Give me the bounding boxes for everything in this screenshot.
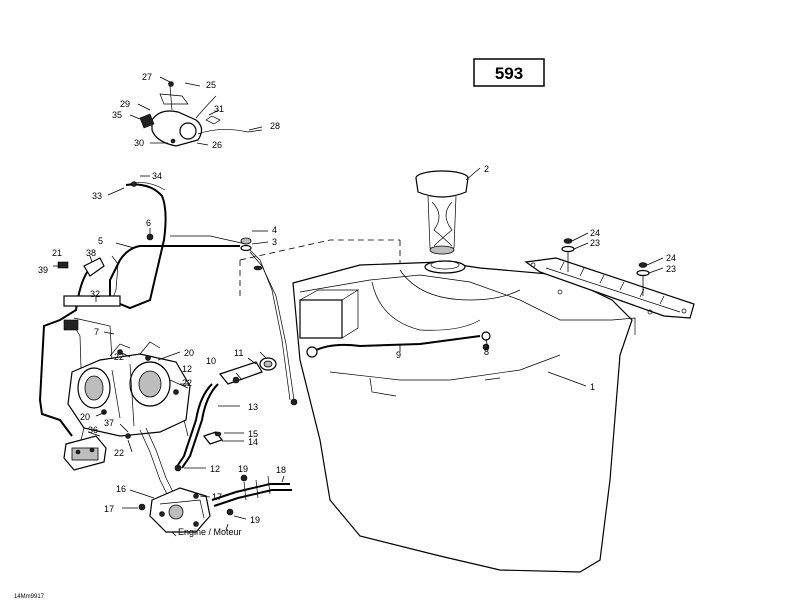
callout-22b: 22 (182, 378, 192, 388)
callout-34: 34 (152, 171, 162, 181)
engine-caption: Engine / Moteur (178, 527, 242, 537)
page-number-box: 593 (473, 58, 545, 87)
callout-4: 4 (272, 225, 277, 235)
callout-labels: 1 2 3 4 5 6 7 8 9 10 11 12 12 13 14 15 1… (38, 72, 676, 525)
callout-1: 1 (590, 382, 595, 392)
callout-20a: 20 (184, 348, 194, 358)
engine-hose (211, 474, 292, 531)
callout-24b: 24 (666, 253, 676, 263)
callout-38: 38 (86, 248, 96, 258)
callout-5: 5 (98, 236, 103, 246)
callout-30: 30 (134, 138, 144, 148)
callout-31: 31 (214, 104, 224, 114)
callout-9: 9 (396, 350, 401, 360)
callout-23b: 23 (666, 264, 676, 274)
callout-23a: 23 (590, 238, 600, 248)
callout-25: 25 (206, 80, 216, 90)
callout-2: 2 (484, 164, 489, 174)
callout-17b: 17 (104, 504, 114, 514)
callout-22a: 22 (114, 352, 124, 362)
callout-8: 8 (484, 347, 489, 357)
callout-19b: 19 (250, 515, 260, 525)
callout-13: 13 (248, 402, 258, 412)
callout-26: 26 (212, 140, 222, 150)
wiring-harness (38, 255, 121, 437)
callout-24a: 24 (590, 228, 600, 238)
callout-17a: 17 (212, 492, 222, 502)
callout-10: 10 (206, 356, 216, 366)
fuel-tank (239, 239, 636, 573)
callout-14: 14 (248, 437, 258, 447)
callout-6: 6 (146, 218, 151, 228)
footer-code: 14Mm9917 (14, 594, 45, 600)
fuel-hoses (174, 351, 277, 472)
callout-15: 15 (248, 429, 258, 439)
callout-16: 16 (116, 484, 126, 494)
callout-19a: 19 (238, 464, 248, 474)
cable-routing (107, 175, 298, 406)
callout-28: 28 (270, 121, 280, 131)
primer-module (63, 431, 107, 471)
callout-22c: 22 (114, 448, 124, 458)
callout-32: 32 (90, 289, 100, 299)
callout-35: 35 (112, 110, 122, 120)
callout-39: 39 (38, 265, 48, 275)
callout-18: 18 (276, 465, 286, 475)
fuel-pickup-line (306, 331, 491, 358)
callout-3: 3 (272, 237, 277, 247)
fuel-gauge-cap (415, 167, 481, 255)
callout-33: 33 (92, 191, 102, 201)
throttle-assembly (129, 76, 263, 147)
callout-20b: 20 (80, 412, 90, 422)
fuel-pump (122, 487, 211, 537)
mounting-rail (524, 232, 695, 319)
callout-11: 11 (234, 348, 243, 358)
callout-29: 29 (120, 99, 130, 109)
callout-12a: 12 (182, 364, 192, 374)
page-number: 593 (495, 64, 523, 83)
fuel-line-to-pump (139, 427, 244, 501)
callout-37: 37 (104, 418, 114, 428)
callout-27: 27 (142, 72, 152, 82)
callout-12b: 12 (210, 464, 220, 474)
carburetor-assembly (67, 341, 191, 453)
callout-36: 36 (88, 425, 98, 435)
callout-7: 7 (94, 327, 99, 337)
callout-21: 21 (52, 248, 62, 258)
